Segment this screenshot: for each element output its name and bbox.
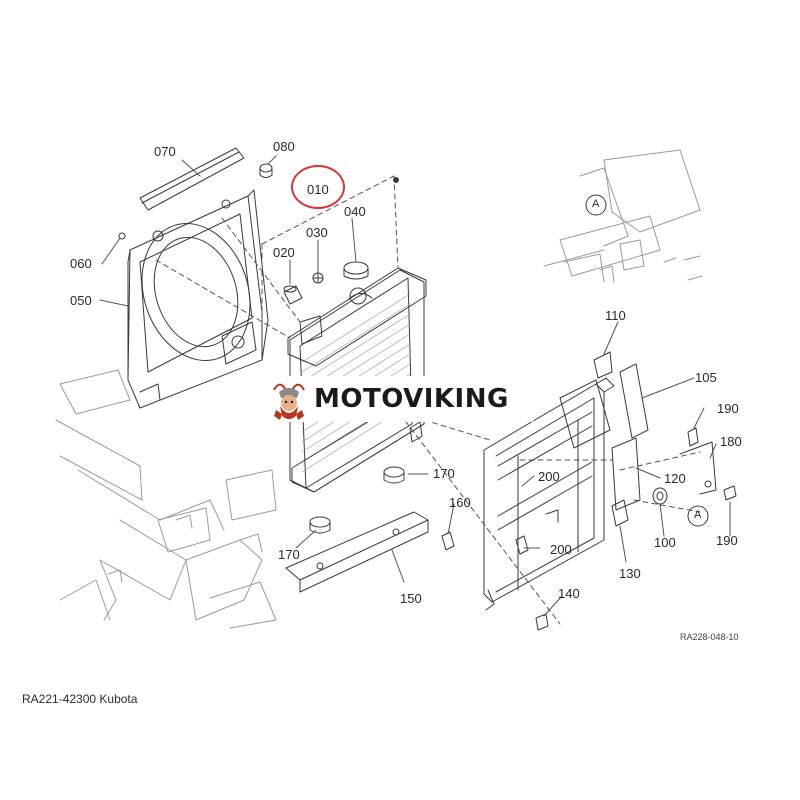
callout-160: 160 (449, 495, 471, 510)
clip (611, 499, 629, 527)
callout-100: 100 (654, 535, 676, 550)
callout-200-upper: 200 (538, 469, 560, 484)
callout-170-right: 170 (433, 466, 455, 481)
ref-a-upper: A (592, 198, 600, 210)
bolt (118, 232, 126, 240)
callout-030: 030 (306, 225, 328, 240)
callout-060: 060 (70, 256, 92, 271)
ref-a-lower: A (694, 509, 702, 521)
callout-190-lower: 190 (716, 533, 738, 548)
hose-clamp (312, 272, 324, 284)
callout-105: 105 (695, 370, 717, 385)
callout-010: 010 (307, 182, 329, 197)
rubber-strip (139, 147, 245, 211)
callout-190-upper: 190 (717, 401, 739, 416)
drain-cap (259, 163, 273, 178)
support-frame (483, 351, 649, 611)
assembly-guide-lines (155, 175, 701, 625)
bracket (679, 427, 737, 501)
radiator-cap (343, 261, 369, 280)
tractor-frame (55, 369, 277, 629)
rubber-mount (309, 466, 405, 534)
callout-050: 050 (70, 293, 92, 308)
hood-frame (543, 149, 703, 283)
callout-040: 040 (344, 204, 366, 219)
callout-130: 130 (619, 566, 641, 581)
viking-logo-icon (273, 383, 305, 420)
hose-pipe (283, 285, 303, 305)
callout-180: 180 (720, 434, 742, 449)
callout-070: 070 (154, 144, 176, 159)
fan-shroud (127, 189, 269, 409)
callout-200-lower: 200 (550, 542, 572, 557)
drawing-code: RA228-048-10 (680, 632, 739, 642)
callout-120: 120 (664, 471, 686, 486)
callout-150: 150 (400, 591, 422, 606)
leader-lines (99, 155, 731, 617)
highlight-ring (291, 165, 345, 209)
part-number-caption: RA221-42300 Kubota (22, 692, 138, 706)
brand-watermark: MOTOVIKING (262, 376, 534, 422)
callout-020: 020 (273, 245, 295, 260)
mount-bolt (441, 531, 549, 631)
callout-110: 110 (605, 308, 626, 323)
callout-170-left: 170 (278, 547, 300, 562)
reference-point (393, 177, 399, 183)
callout-140: 140 (558, 586, 580, 601)
callout-080: 080 (273, 139, 295, 154)
brand-name: MOTOVIKING (314, 384, 509, 414)
crossmember (285, 511, 429, 593)
grommet (652, 487, 668, 505)
reference-a-marker (585, 194, 709, 527)
